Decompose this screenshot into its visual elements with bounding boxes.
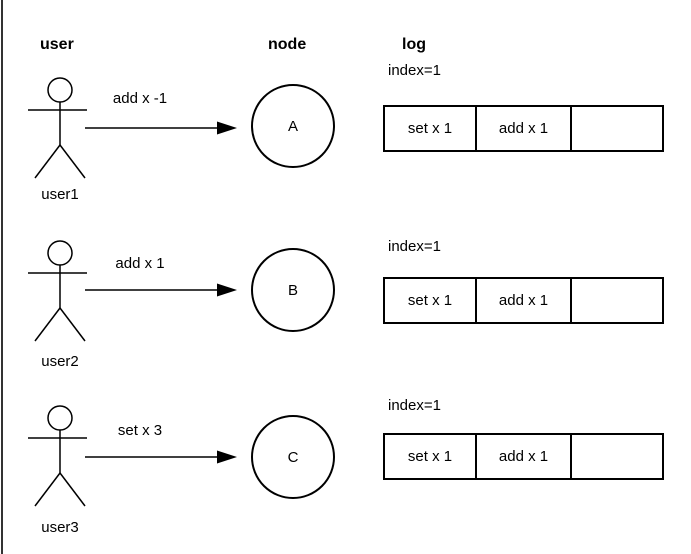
log-cell [572, 435, 662, 478]
node-circle: A [251, 84, 335, 168]
log-cell: add x 1 [477, 279, 572, 322]
log-cell: set x 1 [385, 435, 477, 478]
log-index-label: index=1 [388, 238, 441, 255]
log-cell: set x 1 [385, 107, 477, 150]
message-label: add x 1 [115, 255, 165, 272]
node-label: C [287, 448, 299, 466]
node-circle: B [251, 248, 335, 332]
arrow-icon [85, 121, 237, 135]
log-cell: add x 1 [477, 107, 572, 150]
left-frame-line [1, 0, 3, 554]
actor-figure-icon [28, 240, 87, 342]
log-cell [572, 279, 662, 322]
log-index-label: index=1 [388, 62, 441, 79]
actor-label: user3 [41, 519, 79, 536]
actor-figure-icon [28, 405, 87, 507]
arrow-icon [85, 283, 237, 297]
actor-figure-icon [28, 77, 87, 179]
column-header-node: node [268, 36, 307, 53]
node-circle: C [251, 415, 335, 499]
log-cell: set x 1 [385, 279, 477, 322]
column-header-log: log [402, 36, 426, 53]
message-label: set x 3 [117, 422, 163, 439]
actor-label: user2 [41, 353, 79, 370]
log-table: set x 1 add x 1 [383, 277, 664, 324]
column-header-user: user [40, 36, 74, 53]
log-index-label: index=1 [388, 397, 441, 414]
log-table: set x 1 add x 1 [383, 433, 664, 480]
message-label: add x -1 [112, 90, 168, 107]
arrow-icon [85, 450, 237, 464]
node-label: B [287, 281, 298, 299]
log-table: set x 1 add x 1 [383, 105, 664, 152]
actor-label: user1 [41, 186, 79, 203]
log-cell [572, 107, 662, 150]
node-label: A [287, 117, 298, 135]
log-cell: add x 1 [477, 435, 572, 478]
